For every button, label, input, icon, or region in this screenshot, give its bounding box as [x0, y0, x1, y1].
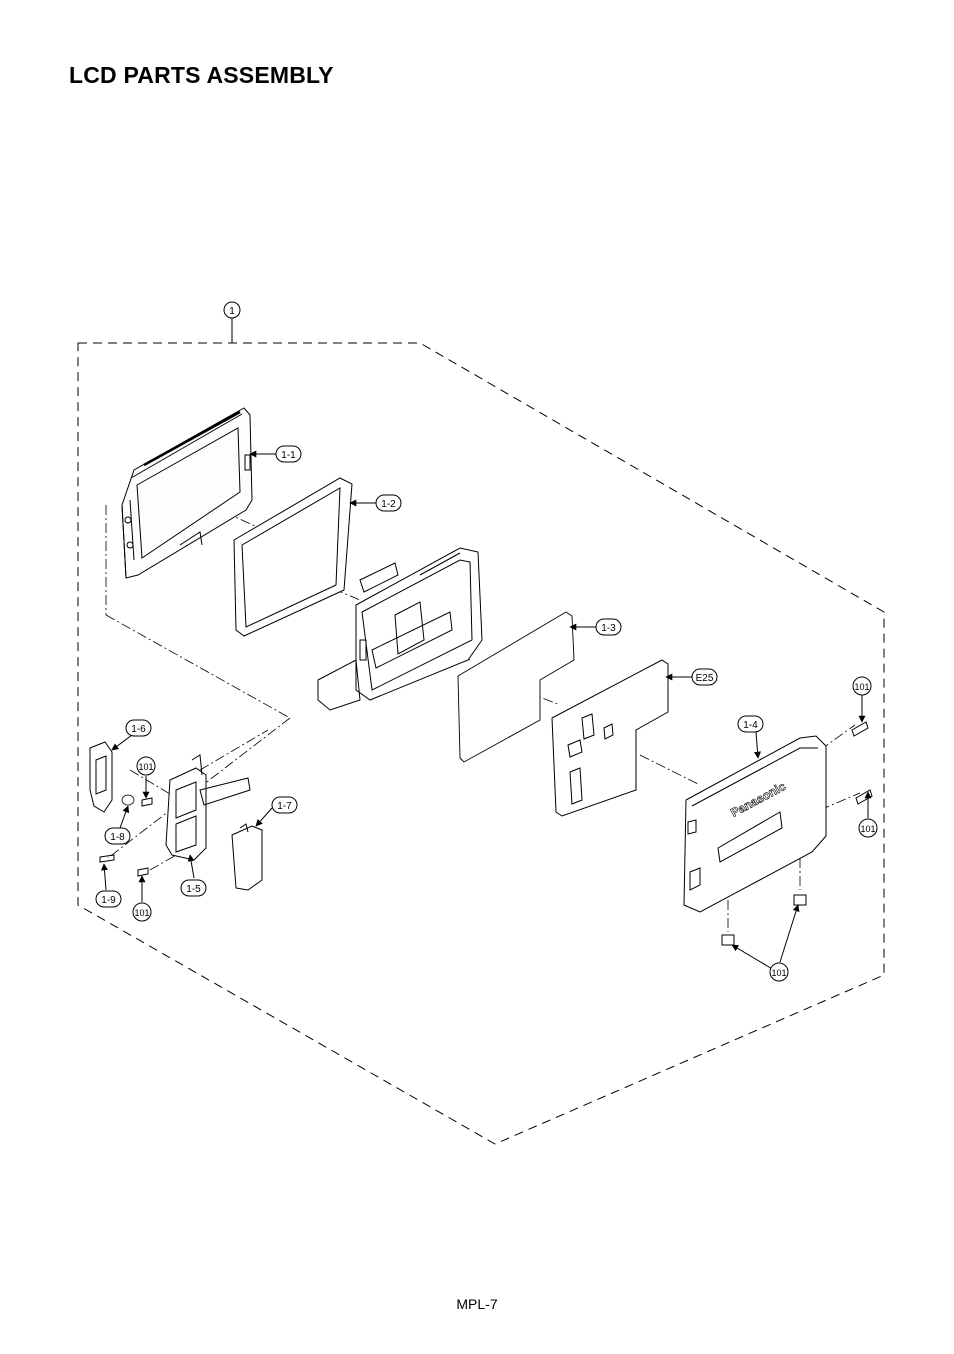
leader-lines	[100, 450, 872, 971]
screw-icon	[137, 867, 149, 877]
svg-text:1-3: 1-3	[601, 623, 616, 634]
svg-text:101: 101	[771, 968, 786, 978]
callout-101-left-bottom	[132, 902, 152, 922]
part-lcd-chassis	[317, 547, 483, 711]
callout-texts: 1 1-1 1-2 1-3 E25 1-4 101 101 101 1-6 10…	[101, 306, 875, 978]
screw-icon	[855, 789, 873, 805]
svg-text:101: 101	[860, 824, 875, 834]
part-1-9-pin	[99, 854, 115, 863]
svg-text:1: 1	[229, 306, 235, 317]
svg-text:1-5: 1-5	[186, 884, 201, 895]
part-1-3-sheet	[457, 611, 575, 763]
svg-text:101: 101	[854, 682, 869, 692]
svg-text:E25: E25	[696, 673, 714, 684]
svg-text:1-2: 1-2	[381, 499, 396, 510]
part-1-6-bracket	[89, 741, 113, 813]
callout-1-8	[104, 827, 131, 845]
part-1-7-cover	[231, 823, 263, 891]
screw-icon	[721, 934, 735, 946]
screw-icon	[141, 797, 153, 807]
svg-text:1-9: 1-9	[101, 895, 116, 906]
callout-1-5	[180, 879, 207, 897]
callout-1-1	[275, 445, 302, 463]
part-1-5-hinge-unit	[165, 754, 251, 861]
svg-text:1-1: 1-1	[281, 450, 296, 461]
callout-101-bottom	[769, 962, 789, 982]
part-e25-circuit-board	[551, 659, 669, 817]
svg-text:1-6: 1-6	[131, 724, 146, 735]
callout-101-left-top	[136, 756, 156, 776]
svg-text:101: 101	[138, 762, 153, 772]
callout-1-2	[375, 494, 402, 512]
callout-1-3	[595, 618, 622, 636]
callout-1-9	[95, 890, 122, 908]
callout-1-6	[125, 719, 152, 737]
callout-101-right-top	[852, 676, 872, 696]
screw-icon	[851, 721, 869, 737]
svg-text:101: 101	[134, 908, 149, 918]
svg-text:1-7: 1-7	[277, 801, 292, 812]
svg-text:1-8: 1-8	[110, 832, 125, 843]
screw-icon	[793, 894, 807, 906]
part-1-8-disc	[121, 794, 135, 806]
callout-labels	[95, 301, 878, 982]
page-number: MPL-7	[456, 1296, 498, 1312]
part-1-4-rear-case	[683, 735, 827, 913]
svg-text:1-4: 1-4	[743, 720, 758, 731]
assembly-boundary	[77, 318, 885, 1145]
part-1-1-lcd-frame	[121, 407, 253, 579]
callout-101-right-mid	[858, 818, 878, 838]
callout-1	[223, 301, 241, 319]
callout-1-4	[737, 715, 764, 733]
part-1-2-panel-sheet	[233, 477, 353, 637]
callout-e25	[691, 668, 718, 686]
callout-1-7	[271, 796, 298, 814]
page-title: LCD PARTS ASSEMBLY	[69, 62, 334, 88]
